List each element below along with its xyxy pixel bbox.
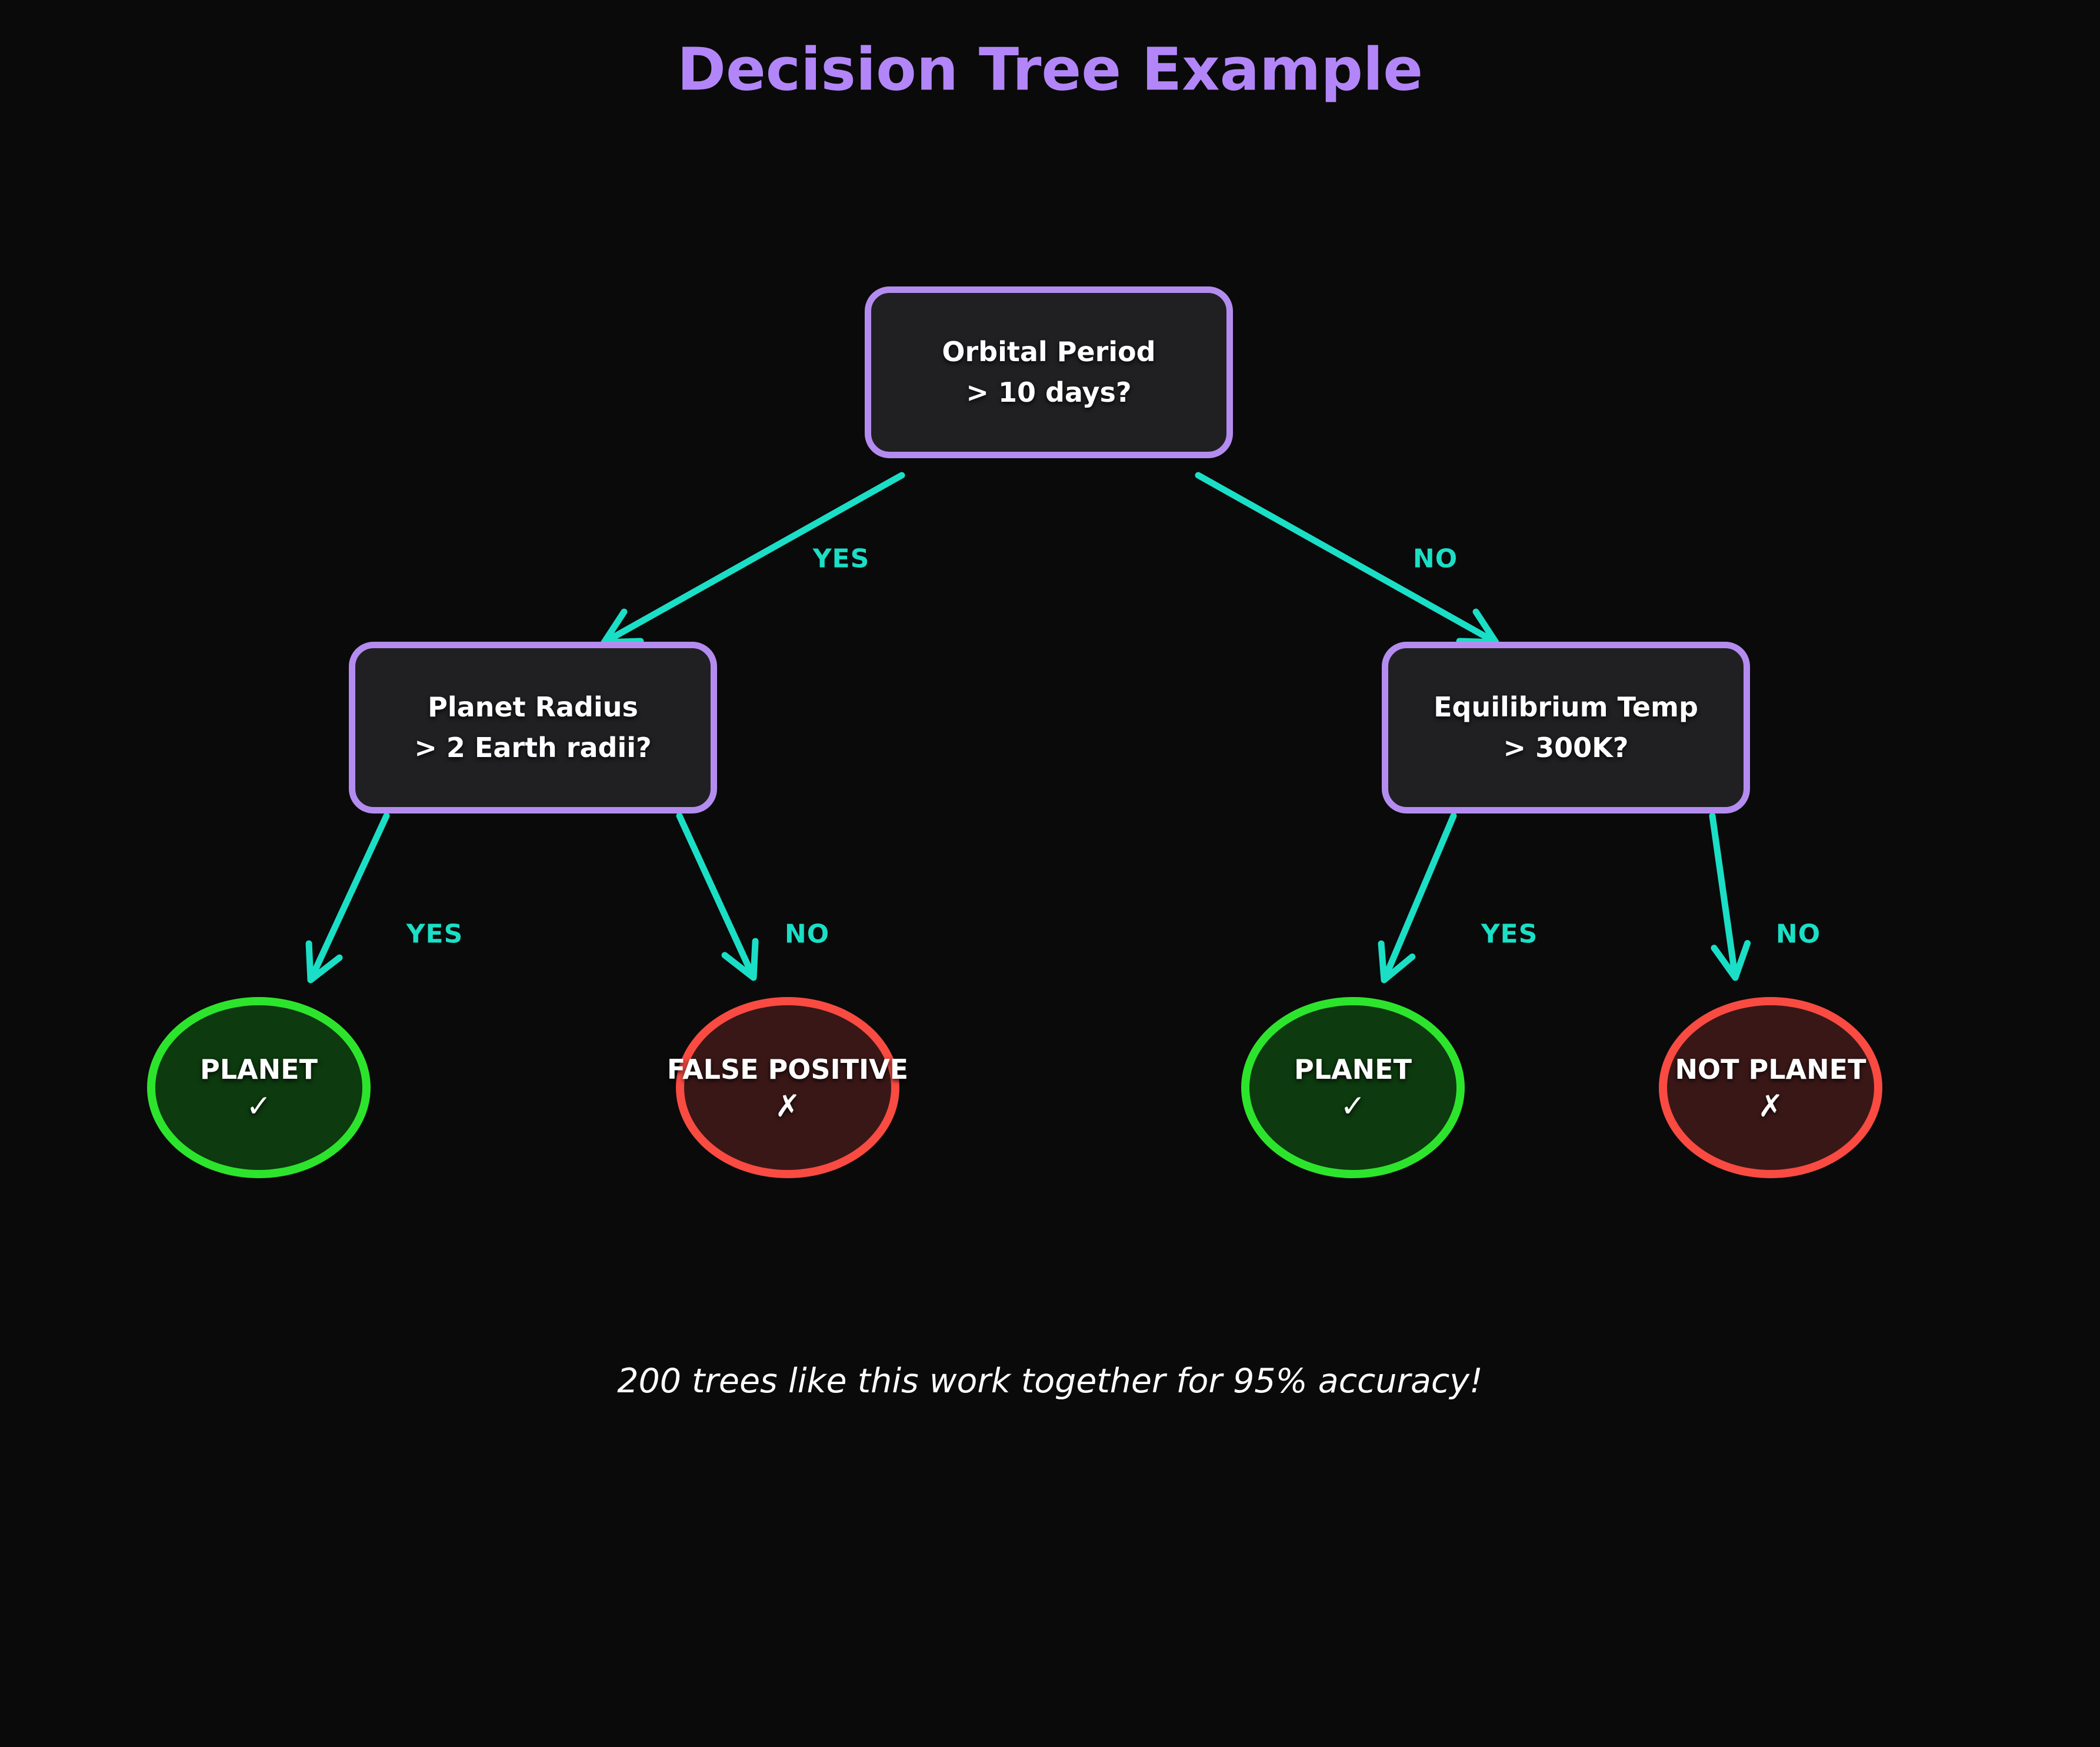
node-planet-radius: Planet Radius > 2 Earth radii? — [349, 642, 717, 814]
edge-label-right-no: NO — [1775, 919, 1821, 949]
edge-label-root-no: NO — [1412, 544, 1458, 574]
node-planet-radius-line1: Planet Radius — [428, 691, 638, 724]
node-planet-radius-line2: > 2 Earth radii? — [414, 732, 652, 764]
node-equilibrium-temp-line1: Equilibrium Temp — [1434, 691, 1698, 724]
leaf-not-planet: NOT PLANET ✗ — [1659, 997, 1882, 1178]
leaf-planet-2-label: PLANET — [1294, 1053, 1412, 1085]
leaf-false-positive: FALSE POSITIVE ✗ — [667, 997, 908, 1178]
node-orbital-period: Orbital Period > 10 days? — [865, 286, 1233, 458]
check-icon: ✓ — [246, 1089, 272, 1124]
leaf-planet-1: PLANET ✓ — [147, 997, 371, 1178]
node-orbital-period-line2: > 10 days? — [966, 376, 1132, 408]
edge-label-root-yes: YES — [812, 544, 870, 574]
cross-icon: ✗ — [1758, 1089, 1784, 1124]
node-equilibrium-temp: Equilibrium Temp > 300K? — [1382, 642, 1750, 814]
edge-label-right-yes: YES — [1481, 919, 1538, 949]
leaf-false-positive-label: FALSE POSITIVE — [666, 1053, 909, 1085]
leaf-planet-1-label: PLANET — [200, 1053, 318, 1085]
page-title: Decision Tree Example — [676, 35, 1424, 104]
leaf-not-planet-label: NOT PLANET — [1675, 1053, 1866, 1085]
leaf-planet-2: PLANET ✓ — [1241, 997, 1465, 1178]
cross-icon: ✗ — [775, 1089, 801, 1124]
edge-label-left-no: NO — [784, 919, 830, 949]
check-icon: ✓ — [1340, 1089, 1366, 1124]
footer-caption: 200 trees like this work together for 95… — [617, 1362, 1483, 1401]
node-orbital-period-line1: Orbital Period — [942, 336, 1156, 368]
node-equilibrium-temp-line2: > 300K? — [1503, 732, 1629, 764]
edge-label-left-yes: YES — [406, 919, 464, 949]
